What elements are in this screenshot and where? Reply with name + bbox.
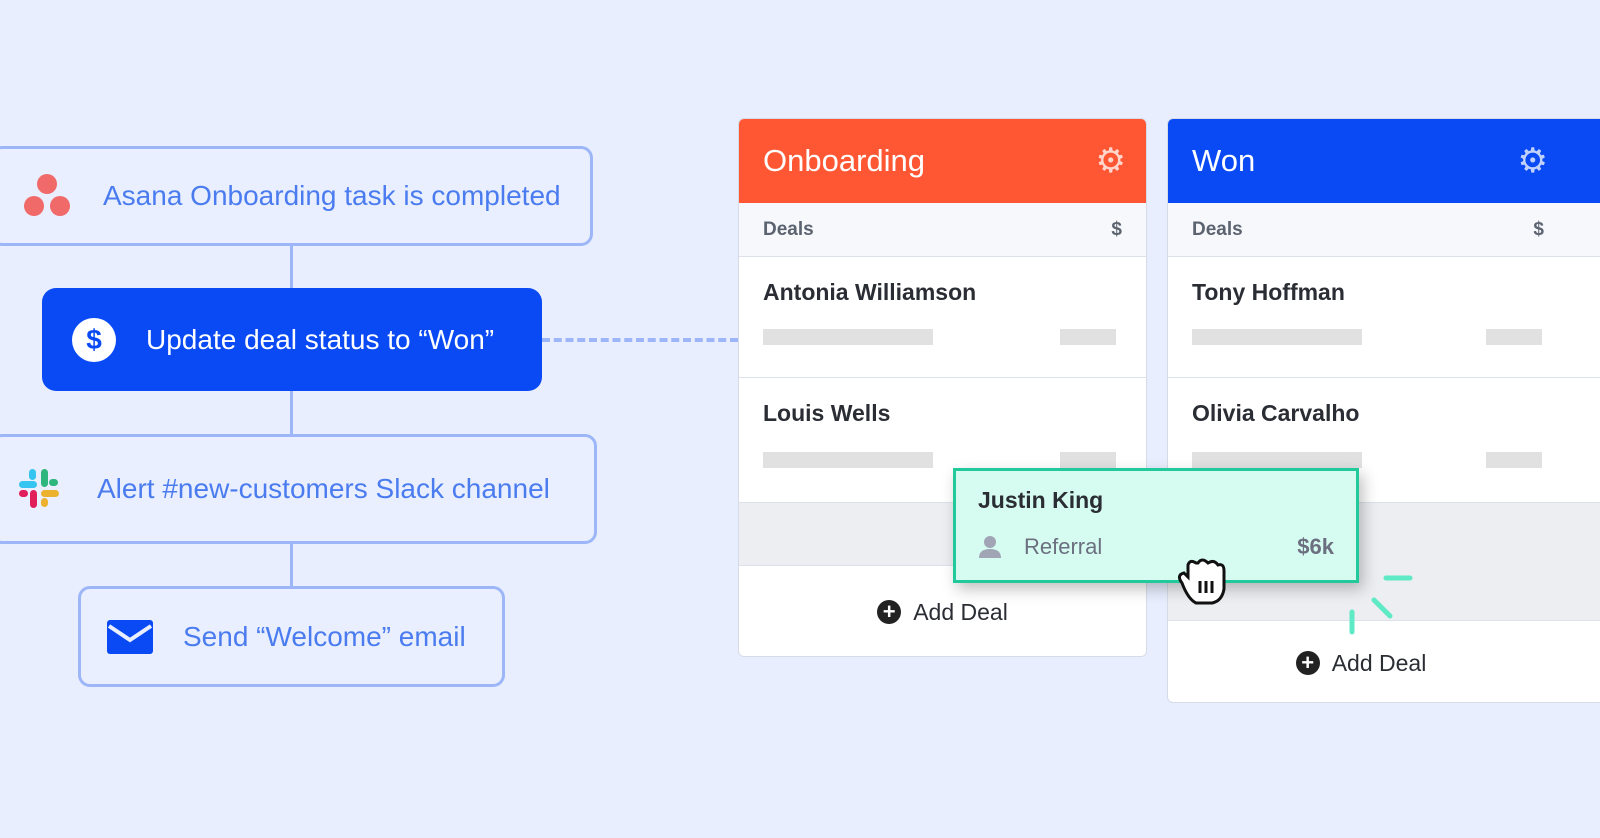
deal-card[interactable]: Tony Hoffman — [1168, 257, 1600, 378]
connector — [290, 391, 293, 434]
deal-amount: $6k — [1297, 534, 1334, 559]
deal-source: Referral — [1024, 534, 1103, 559]
add-deal-label: Add Deal — [913, 598, 1008, 625]
drop-indicator-icon — [1349, 575, 1413, 635]
slack-label: Alert #new-customers Slack channel — [97, 473, 550, 504]
deal-card[interactable]: Louis Wells — [739, 378, 1146, 503]
dragged-deal-card[interactable]: Justin King Referral $6k — [953, 468, 1359, 583]
dashed-connector — [542, 338, 738, 342]
column-subheader: Deals $ — [739, 203, 1146, 257]
connector — [290, 544, 293, 586]
deal-name: Justin King — [978, 487, 1104, 513]
gear-icon[interactable]: ⚙ — [1095, 142, 1126, 180]
person-icon — [979, 536, 1001, 558]
column-won: Won ⚙ Deals $ Tony Hoffman Olivia Carvalh… — [1167, 118, 1600, 703]
amount-label: $ — [1533, 218, 1544, 240]
add-deal-label: Add Deal — [1331, 649, 1427, 676]
gear-icon[interactable]: ⚙ — [1517, 142, 1548, 180]
column-header: Onboarding ⚙ — [739, 119, 1146, 203]
deals-label: Deals — [763, 218, 814, 240]
deal-name: Tony Hoffman — [1192, 279, 1345, 305]
plus-icon: + — [1295, 651, 1320, 675]
add-deal-button[interactable]: + Add Deal — [1168, 621, 1600, 702]
slack-node[interactable]: Alert #new-customers Slack channel — [0, 434, 597, 544]
column-subheader: Deals $ — [1168, 203, 1600, 257]
deals-label: Deals — [1192, 218, 1243, 240]
grab-cursor-icon — [1177, 558, 1226, 605]
asana-icon — [24, 174, 70, 216]
action-node[interactable]: $ Update deal status to “Won” — [42, 288, 542, 391]
trigger-label: Asana Onboarding task is completed — [103, 180, 561, 211]
action-label: Update deal status to “Won” — [146, 323, 495, 355]
email-node[interactable]: Send “Welcome” email — [78, 586, 505, 687]
column-header: Won ⚙ — [1168, 119, 1600, 203]
deal-card[interactable]: Antonia Williamson — [739, 257, 1146, 378]
connector — [290, 246, 293, 288]
deal-name: Louis Wells — [763, 400, 891, 426]
amount-label: $ — [1111, 218, 1122, 240]
dollar-icon: $ — [72, 317, 116, 362]
slack-icon — [19, 469, 59, 508]
deal-name: Antonia Williamson — [763, 279, 977, 305]
column-title: Onboarding — [763, 143, 926, 178]
deal-card[interactable]: Olivia Carvalho — [1168, 378, 1600, 503]
column-onboarding: Onboarding ⚙ Deals $ Antonia Williamson L… — [738, 118, 1147, 657]
mail-icon — [107, 619, 153, 654]
plus-icon: + — [877, 600, 902, 624]
deal-name: Olivia Carvalho — [1192, 400, 1360, 426]
trigger-node[interactable]: Asana Onboarding task is completed — [0, 146, 593, 246]
add-deal-button[interactable]: + Add Deal — [739, 566, 1146, 656]
email-label: Send “Welcome” email — [183, 620, 466, 652]
column-title: Won — [1192, 143, 1256, 178]
